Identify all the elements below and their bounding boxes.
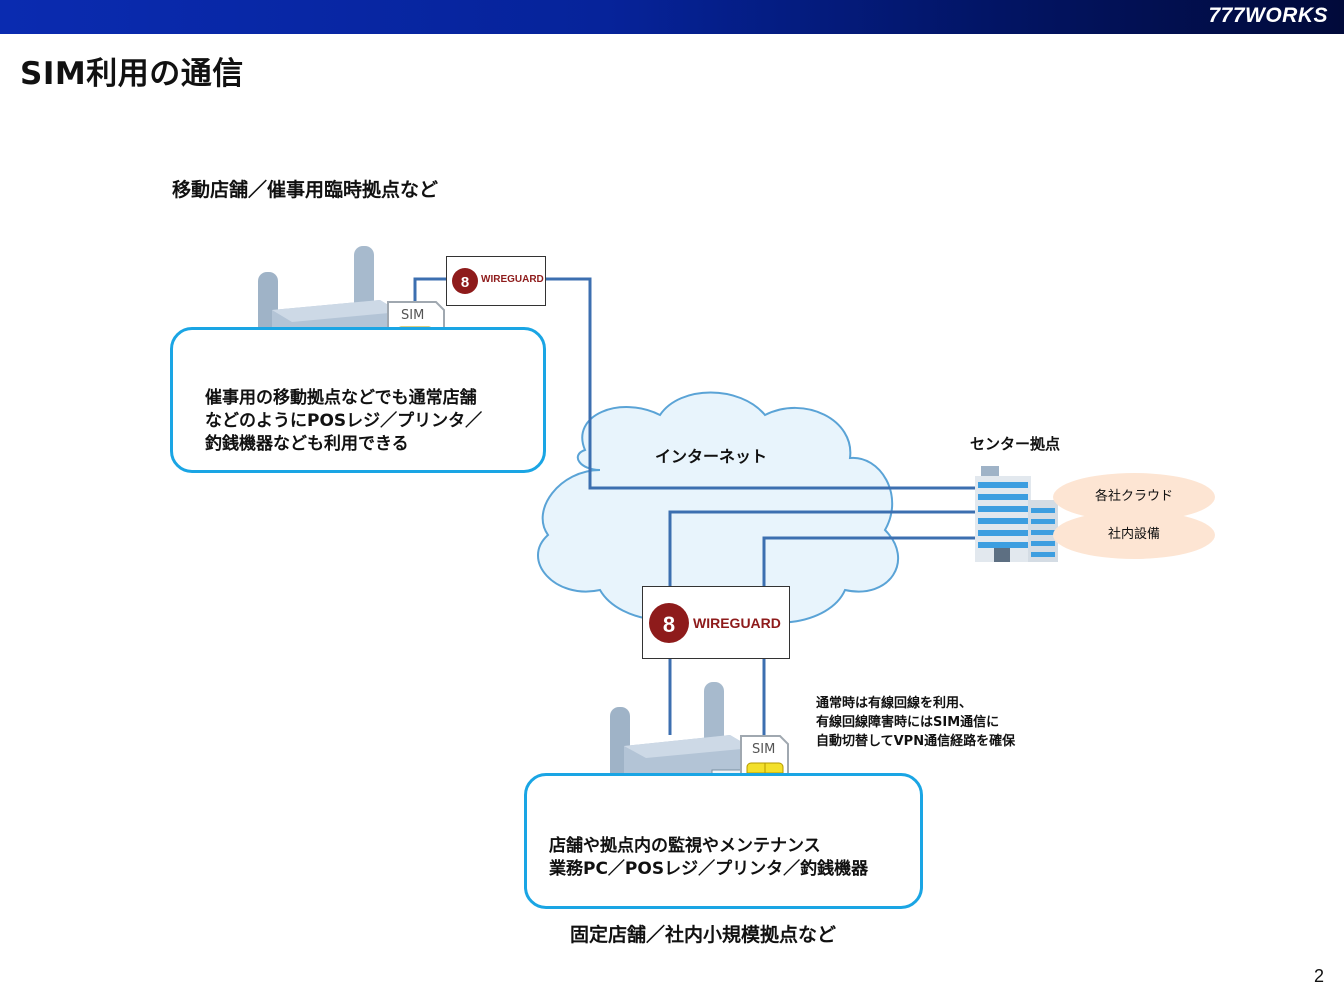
mobile-desc-line: 催事用の移動拠点などでも通常店舗 [205,388,477,408]
fixed-site-label: 固定店舗／社内小規模拠点など [570,924,837,946]
brand-logo: 777WORKS [1208,4,1328,27]
note-line: 有線回線障害時にはSIM通信に [816,715,1000,730]
mobile-site-label: 移動店舗／催事用臨時拠点など [172,179,439,201]
line-wireguard-to-center [544,277,975,490]
line-fixed-sim [762,536,975,586]
fixed-site-description: 店舗や拠点内の監視やメンテナンス 業務PC／POSレジ／プリンタ／釣銭機器 [549,835,868,881]
sim-label-mobile: SIM [401,308,425,323]
svg-text:8: 8 [663,612,675,637]
fixed-site-box [524,773,923,909]
wireguard-emblem-icon: 8 [649,603,689,643]
wireguard-logo-small: 8 WIREGUARD [446,256,546,306]
mobile-site-box [170,327,546,473]
wireguard-emblem-icon: 8 [452,268,478,294]
center-site-label: センター拠点 [970,435,1061,453]
note-line: 自動切替してVPN通信経路を確保 [816,734,1016,749]
connection-lines [413,277,975,738]
sim-label-fixed: SIM [752,742,776,757]
fixed-desc-line: 店舗や拠点内の監視やメンテナンス [549,836,821,856]
header-bar: 777WORKS [0,0,1344,34]
building-icon [975,466,1058,562]
internet-label: インターネット [655,447,768,466]
failover-note: 通常時は有線回線を利用、 有線回線障害時にはSIM通信に 自動切替してVPN通信… [816,694,1015,751]
internal-equipment-oval: 社内設備 [1053,511,1215,559]
wireguard-wordmark: WIREGUARD [693,615,781,631]
page-number: 2 [1313,966,1324,986]
note-line: 通常時は有線回線を利用、 [816,696,973,711]
mobile-desc-line: 釣銭機器なども利用できる [205,434,409,454]
mobile-desc-line: などのようにPOSレジ／プリンタ／ [205,411,483,431]
wireguard-wordmark: WIREGUARD [481,274,544,285]
internet-cloud [536,391,899,624]
wireguard-logo-large: 8 WIREGUARD [642,586,790,659]
svg-text:8: 8 [461,274,469,291]
page-title: SIM利用の通信 [20,56,244,92]
fixed-desc-line: 業務PC／POSレジ／プリンタ／釣銭機器 [549,859,869,879]
mobile-site-description: 催事用の移動拠点などでも通常店舗 などのようにPOSレジ／プリンタ／ 釣銭機器な… [205,387,482,456]
line-fixed-wired [668,510,975,586]
